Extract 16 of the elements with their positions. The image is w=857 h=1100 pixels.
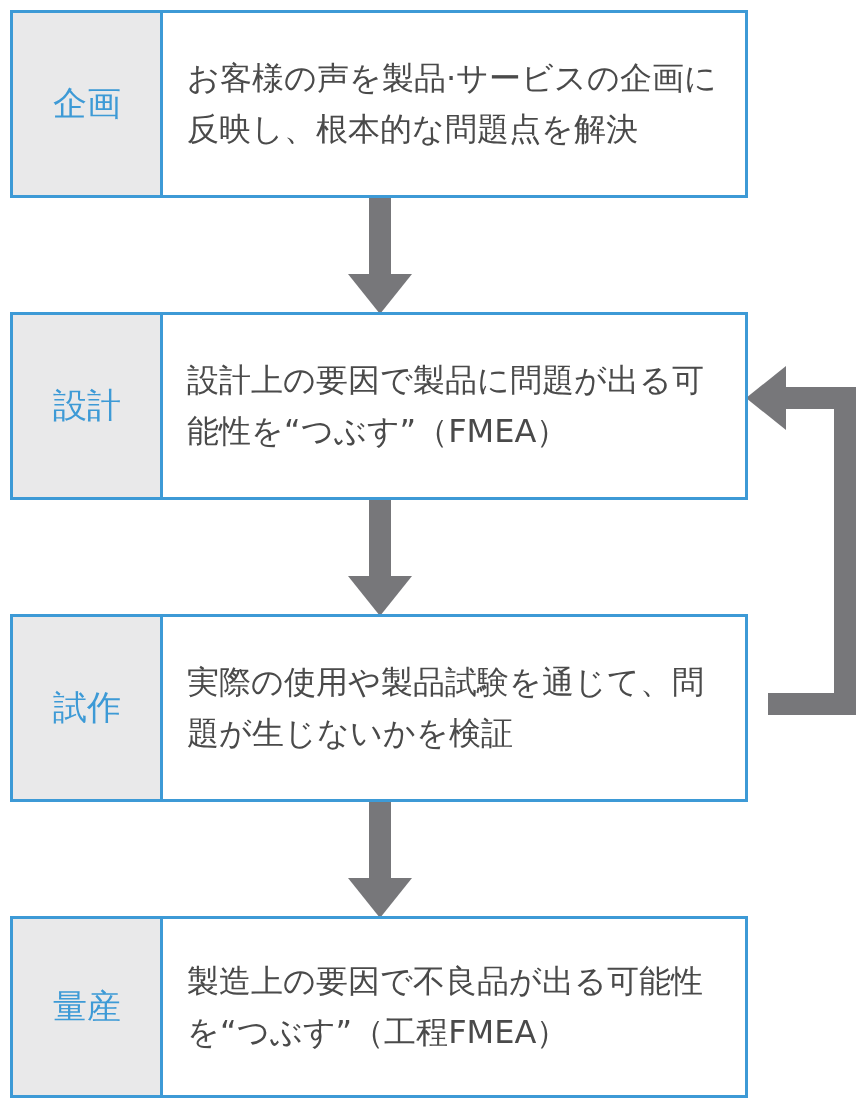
stage-label: 試作 (52, 686, 121, 729)
description: 設計上の要因で製品に問題が出る可能性を“つぶす”（FMEA） (187, 359, 705, 452)
stage-label: 量産 (52, 985, 121, 1028)
arrow (348, 500, 412, 616)
process-box (10, 916, 748, 1098)
description: 実際の使用や製品試験を通じて、問題が生じないかを検証 (187, 661, 705, 754)
process-box (10, 312, 748, 500)
arrow (348, 802, 412, 918)
process-box (10, 614, 748, 802)
description: 製造上の要因で不良品が出る可能性を“つぶす”（工程FMEA） (187, 960, 704, 1053)
stage-label: 企画 (52, 82, 121, 125)
arrow (746, 366, 856, 715)
process-box (10, 10, 748, 198)
description: お客様の声を製品·サービスの企画に反映し、根本的な問題点を解決 (187, 57, 719, 150)
stage-label: 設計 (52, 384, 121, 427)
arrow (348, 198, 412, 314)
